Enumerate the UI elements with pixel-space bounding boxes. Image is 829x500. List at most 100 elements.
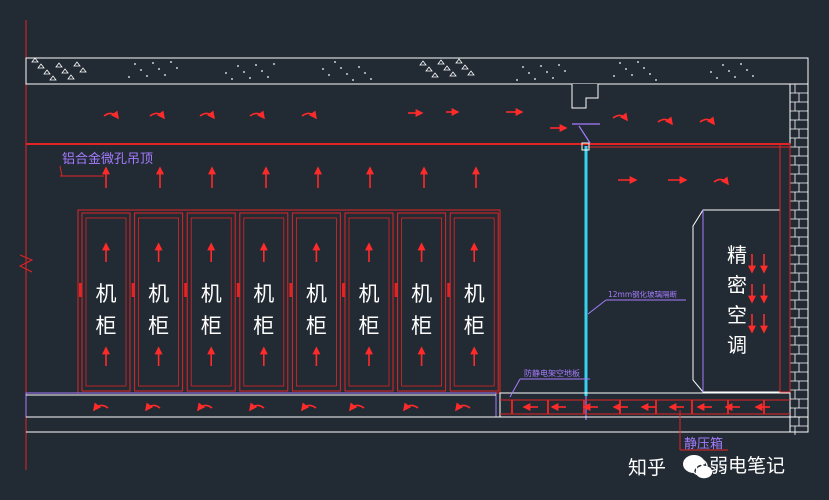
cabinet-label-char-1: 机 — [464, 282, 485, 306]
slab-speck — [358, 66, 360, 68]
cabinet-label-char-2: 柜 — [148, 314, 169, 338]
slab-speck — [346, 73, 348, 75]
slab-speck — [352, 79, 354, 81]
watermark-platform: 知乎 — [628, 457, 666, 479]
slab-speck — [146, 75, 148, 77]
cabinet-label-char-1: 机 — [411, 282, 432, 306]
cabinet-handle — [131, 283, 135, 297]
slab-speck — [649, 73, 651, 75]
ac-label-char-4: 调 — [727, 333, 747, 357]
slab-speck — [746, 69, 748, 71]
slab-speck — [734, 76, 736, 78]
cabinet-outline — [239, 212, 289, 392]
slab-speck — [528, 72, 530, 74]
airflow-arrow — [149, 110, 165, 120]
cabinet-label-char-1: 机 — [201, 282, 222, 306]
glass-partition-label: 12mm钢化玻璃隔断 — [608, 289, 678, 299]
slab-speck — [655, 79, 657, 81]
cabinet-door — [243, 217, 285, 387]
slab-speck — [710, 71, 712, 73]
slab-speck — [643, 67, 645, 69]
cabinet-label-char-1: 机 — [253, 282, 274, 306]
slab-aggregate — [425, 66, 433, 72]
slab-speck — [134, 63, 136, 65]
airflow-arrow — [699, 116, 715, 126]
airflow-arrow — [403, 402, 419, 412]
slab-speck — [522, 66, 524, 68]
raised-floor-label: 防静电架空地板 — [524, 368, 580, 378]
slab-aggregate — [67, 74, 75, 80]
slab-speck — [752, 75, 754, 77]
slab-speck — [261, 70, 263, 72]
cabinet-label-char-1: 机 — [148, 282, 169, 306]
server-cabinet: 机柜 — [79, 212, 131, 392]
cabinet-label-char-2: 柜 — [464, 314, 485, 338]
cabinet-handle — [394, 283, 398, 297]
slab-speck — [558, 64, 560, 66]
slab-speck — [534, 78, 536, 80]
cabinet-label-char-1: 机 — [96, 282, 117, 306]
ac-label-char-2: 密 — [727, 273, 747, 297]
slab-speck — [613, 75, 615, 77]
slab-speck — [164, 74, 166, 76]
slab-speck — [273, 63, 275, 65]
cabinet-outline — [134, 212, 184, 392]
slab-aggregate — [419, 60, 427, 66]
slab-speck — [722, 64, 724, 66]
slab-speck — [619, 62, 621, 64]
airflow-arrow — [197, 402, 213, 412]
slab-aggregate — [437, 59, 445, 65]
cabinet-handle — [289, 283, 293, 297]
airflow-arrow — [301, 110, 317, 120]
cabinet-row-frame — [77, 209, 501, 394]
precision-ac-unit — [692, 143, 791, 393]
server-cabinet: 机柜 — [236, 212, 289, 392]
slab-speck — [170, 61, 172, 63]
slab-speck — [243, 71, 245, 73]
raised-floor — [25, 392, 808, 433]
slab-speck — [237, 65, 239, 67]
airflow-arrow — [249, 402, 265, 412]
slab-speck — [152, 62, 154, 64]
slab-speck — [249, 77, 251, 79]
slab-aggregate — [455, 58, 463, 64]
slab-speck — [728, 70, 730, 72]
slab-speck — [552, 77, 554, 79]
slab-speck — [625, 68, 627, 70]
cabinet-handle — [342, 283, 345, 297]
cabinet-handle — [236, 283, 240, 297]
slab-aggregate — [43, 69, 51, 75]
airflow-arrow — [349, 402, 365, 412]
cabinet-door — [85, 217, 127, 387]
slab-speck — [631, 74, 633, 76]
server-cabinet: 机柜 — [184, 212, 236, 392]
airflow-arrows — [93, 108, 770, 412]
ceiling-leader — [59, 165, 63, 177]
airflow-arrow — [145, 402, 161, 412]
cabinet-label-char-2: 柜 — [306, 314, 327, 338]
cabinet-door — [295, 217, 337, 387]
cabinet-door — [453, 217, 495, 387]
glass-leader-diag — [587, 299, 607, 315]
cabinet-handle — [184, 283, 188, 297]
slab-speck — [370, 78, 372, 80]
slab-speck — [176, 67, 178, 69]
slab-speck — [140, 69, 142, 71]
cabinet-outline — [397, 212, 447, 392]
concrete-slab — [25, 57, 809, 85]
slab-aggregate — [431, 72, 439, 78]
airflow-arrow — [713, 176, 729, 186]
cabinet-label-char-1: 机 — [359, 282, 380, 306]
slab-speck — [322, 68, 324, 70]
slab-aggregate — [449, 71, 457, 77]
slab-speck — [225, 72, 227, 74]
cabinet-door — [138, 217, 180, 387]
airflow-arrow — [103, 110, 119, 120]
cabinet-handle — [447, 283, 451, 297]
cabinet-label-char-2: 柜 — [411, 314, 432, 338]
airflow-arrow — [657, 116, 673, 126]
slab-aggregate — [443, 65, 451, 71]
ac-label-char-1: 精 — [727, 243, 747, 267]
wechat-icon — [683, 455, 714, 480]
